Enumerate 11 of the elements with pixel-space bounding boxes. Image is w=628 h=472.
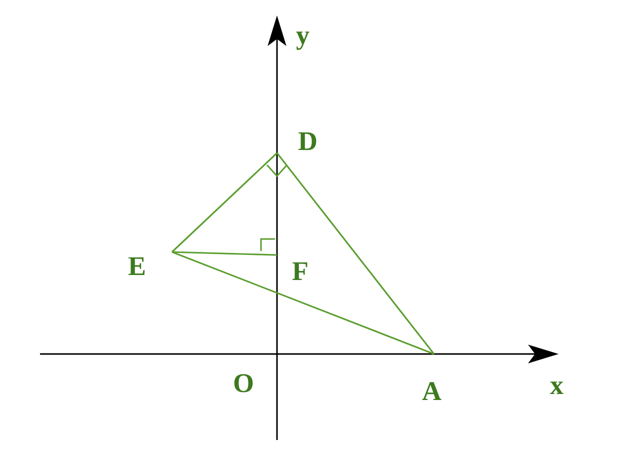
point-label: A — [422, 378, 442, 405]
axis-label: y — [296, 22, 310, 49]
line-segment — [171, 152, 278, 253]
axis-label: x — [550, 372, 564, 399]
point-label: E — [128, 253, 146, 280]
origin-label: O — [233, 370, 254, 397]
line-segment — [172, 251, 278, 256]
line-segment — [172, 251, 434, 355]
point-label: F — [292, 258, 308, 285]
line-segment — [276, 152, 435, 354]
point-label: D — [298, 128, 318, 155]
